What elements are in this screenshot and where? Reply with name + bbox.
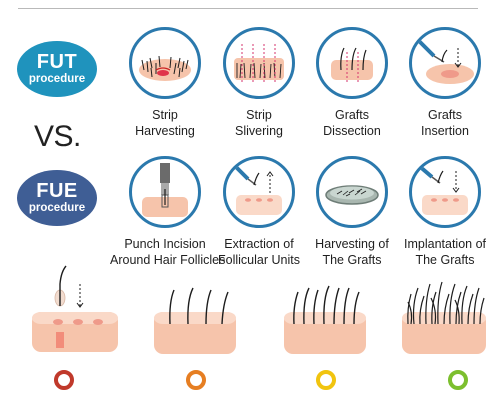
timeline-dot-2 xyxy=(186,370,206,390)
step-line1: Strip xyxy=(152,108,178,122)
skin-block-stage-4 xyxy=(398,280,490,356)
timeline-dot-4 xyxy=(448,370,468,390)
step-line1: Implantation of xyxy=(404,237,486,251)
step-line2: The Grafts xyxy=(415,253,475,267)
extraction-illustration xyxy=(223,156,295,228)
skin-block-stage-2 xyxy=(150,282,240,356)
step-line1: Harvesting of xyxy=(315,237,389,251)
timeline-dot-1 xyxy=(54,370,74,390)
step-line2: The Grafts xyxy=(322,253,382,267)
step-line1: Strip xyxy=(246,108,272,122)
fut-step-label: Grafts Dissection xyxy=(297,107,407,139)
step-line2: Follicular Units xyxy=(218,253,300,267)
strip-slivering-illustration xyxy=(223,27,295,99)
skin-block-stage-1 xyxy=(30,262,120,354)
step-line2: Slivering xyxy=(235,124,283,138)
step-line1: Grafts xyxy=(334,108,370,122)
strip-harvesting-illustration xyxy=(129,27,201,99)
fue-step-label: Harvesting of The Grafts xyxy=(297,236,407,268)
step-line1: Grafts xyxy=(427,108,463,122)
top-divider xyxy=(18,8,478,9)
fue-step-label: Punch Incision Around Hair Follicles xyxy=(110,236,226,268)
fut-step-label: Grafts Insertion xyxy=(390,107,495,139)
step-line2: Harvesting xyxy=(135,124,195,138)
step-line1: Punch Incision xyxy=(124,237,206,251)
fut-step-label: Strip Slivering xyxy=(204,107,314,139)
vs-text: VS. xyxy=(34,120,81,153)
fut-subtitle: procedure xyxy=(28,73,86,85)
fue-step-label: Extraction of Follicular Units xyxy=(204,236,314,268)
step-line2: Insertion xyxy=(421,124,469,138)
implantation-illustration xyxy=(409,156,481,228)
fue-badge: FUE procedure xyxy=(17,170,97,226)
fut-badge: FUT procedure xyxy=(17,41,97,97)
harvesting-grafts-illustration xyxy=(316,156,388,228)
fue-step-label: Implantation of The Grafts xyxy=(390,236,495,268)
grafts-dissection-illustration xyxy=(316,27,388,99)
step-line2: Around Hair Follicles xyxy=(110,253,226,267)
skin-block-stage-3 xyxy=(280,282,370,356)
fut-title: FUT xyxy=(36,51,78,73)
step-line1: Extraction of xyxy=(224,237,294,251)
step-line2: Dissection xyxy=(323,124,381,138)
fue-title: FUE xyxy=(36,180,78,202)
fut-step-label: Strip Harvesting xyxy=(110,107,220,139)
punch-incision-illustration xyxy=(129,156,201,228)
fue-subtitle: procedure xyxy=(28,202,86,214)
grafts-insertion-illustration xyxy=(409,27,481,99)
timeline-dot-3 xyxy=(316,370,336,390)
